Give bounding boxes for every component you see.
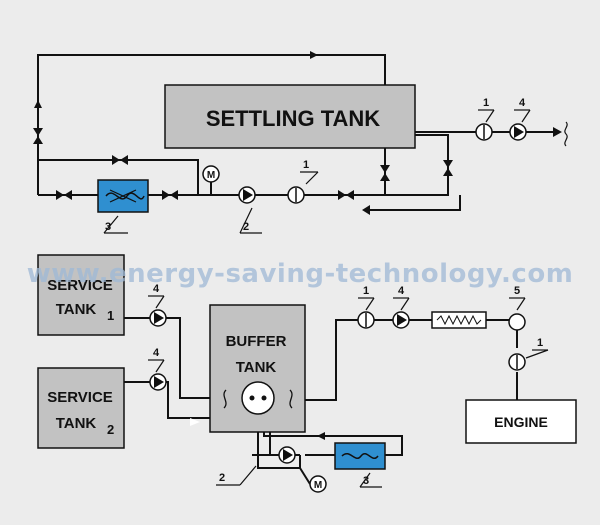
- heat-exchanger-bottom: [334, 442, 386, 470]
- swirl-icon: [223, 389, 227, 409]
- callout-3: 3: [363, 475, 369, 487]
- heat-coil-icon: [341, 453, 379, 459]
- pump-arrow-icon: [243, 189, 253, 201]
- motor-icon: [202, 165, 220, 183]
- heat-coil-icon: [105, 192, 145, 200]
- settling-tank: [164, 84, 416, 149]
- valve-icon: [338, 190, 354, 200]
- callout-1: 1: [483, 97, 489, 109]
- service-tank-1-subscript: 1: [107, 308, 114, 323]
- pump-arrow-icon: [154, 312, 164, 324]
- valve-icon: [33, 128, 43, 144]
- watermark-text: www.energy-saving-technology.com: [27, 259, 574, 289]
- engine-label: ENGINE: [494, 414, 548, 430]
- pump-arrow-icon: [397, 314, 407, 326]
- motor-icon: [309, 475, 327, 493]
- pump-arrow-icon: [154, 376, 164, 388]
- flow-arrow-icon: [34, 100, 42, 108]
- engine: [465, 399, 577, 444]
- cross-icon: [109, 189, 137, 203]
- valve-icon: [380, 165, 390, 181]
- valve-icon: [56, 190, 72, 200]
- motor-label: M: [207, 170, 215, 181]
- viscosimeter-icon: [508, 313, 526, 331]
- callout-4: 4: [398, 285, 405, 297]
- valve-icon: [443, 160, 453, 176]
- callout-1: 1: [303, 159, 309, 171]
- callout-1: 1: [537, 337, 543, 349]
- callout-3: 3: [105, 221, 111, 233]
- wave-icon: [564, 121, 568, 147]
- callout-2: 2: [219, 472, 225, 484]
- service-tank-1: [37, 254, 125, 336]
- service-tank-1-label: TANK: [56, 301, 97, 318]
- callout-4: 4: [153, 283, 160, 295]
- mixing-unit-icon: [241, 381, 275, 415]
- valve-icon: [162, 190, 178, 200]
- callout-5: 5: [514, 285, 520, 297]
- pump-arrow-icon: [514, 126, 524, 138]
- motor-label: M: [314, 480, 322, 491]
- service-tank-1-label: SERVICE: [47, 277, 113, 294]
- callout-1: 1: [363, 285, 369, 297]
- callout-leader: [103, 109, 531, 234]
- callout-2: 2: [243, 221, 249, 233]
- settling-tank-label: SETTLING TANK: [206, 106, 380, 131]
- valve-icon: [112, 155, 128, 165]
- pump-arrow-icon: [283, 449, 293, 461]
- callout-leader: [148, 295, 549, 488]
- flow-arrow-icon: [362, 205, 370, 215]
- service-tank-2-subscript: 2: [107, 422, 114, 437]
- buffer-tank-label: BUFFER: [226, 333, 287, 350]
- callout-4: 4: [153, 347, 160, 359]
- swirl-icon: [289, 389, 293, 409]
- flow-arrow-icon: [310, 51, 318, 59]
- service-tank-2-label: SERVICE: [47, 389, 113, 406]
- callout-4: 4: [519, 97, 526, 109]
- service-tank-2-label: TANK: [56, 415, 97, 432]
- service-tank-2: [37, 367, 125, 449]
- flow-arrow-icon: [553, 127, 562, 137]
- buffer-tank-label: TANK: [236, 359, 277, 376]
- flow-arrow-icon: [317, 432, 325, 440]
